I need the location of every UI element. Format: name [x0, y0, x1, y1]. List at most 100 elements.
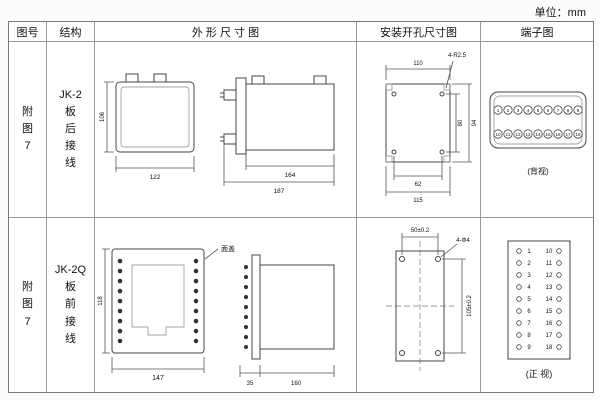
terminal-circle — [516, 260, 522, 266]
terminal-circle — [513, 104, 523, 115]
terminal-circle — [556, 284, 562, 290]
unit-label: 单位：mm — [534, 7, 586, 19]
terminal-number: 2 — [507, 107, 510, 112]
terminal-number: 10 — [495, 131, 501, 136]
view-label: (正 视) — [526, 368, 553, 379]
cover-leader — [204, 248, 218, 260]
terminal-number: 17 — [546, 333, 553, 339]
terminal-circle — [503, 104, 513, 115]
outline-width-dim: 147 — [152, 375, 164, 382]
terminal-number: 17 — [565, 131, 571, 136]
side-view: 35 160 — [239, 254, 334, 387]
mounting-cell-jk2q: 50±0.2 4-Φ4 105±0.2 — [357, 218, 481, 392]
terminal-circle — [553, 104, 563, 115]
cover-label: 面盖 — [221, 244, 235, 253]
dim-line-height — [101, 248, 110, 354]
fig-number: 附 图 7 — [22, 281, 33, 328]
view-label: (背视) — [527, 166, 549, 176]
terminal-circle — [516, 332, 522, 338]
mounting-hole — [439, 149, 444, 154]
terminal-circle — [543, 128, 553, 139]
dim-line-depth — [259, 365, 334, 377]
structure-cell: JK-2Q 板 前 接 线 — [47, 218, 95, 392]
spec-table: 图号 结构 外 形 尺 寸 图 安装开孔尺寸图 端子图 附 图 7 JK-2 板… — [8, 21, 594, 393]
outline-depth2-dim: 187 — [273, 188, 284, 195]
dim-line-bottom2 — [385, 165, 450, 196]
terminal-circle — [493, 128, 503, 139]
cutout-outline — [385, 83, 450, 162]
terminal-circle — [543, 104, 553, 115]
terminal-circle — [556, 260, 562, 266]
terminal-circle — [523, 128, 533, 139]
dim-line-height — [103, 81, 114, 152]
flange-plate — [235, 77, 246, 154]
case-outline — [115, 81, 194, 152]
mounting-hole — [434, 256, 441, 262]
terminal-number: 11 — [506, 131, 511, 136]
terminal-circle — [563, 104, 573, 115]
terminal-circle — [516, 344, 522, 350]
terminal-circle — [563, 128, 573, 139]
dim-line-bottom1 — [393, 155, 442, 180]
dim-line-small — [239, 365, 260, 377]
outline-small-dim: 35 — [246, 381, 253, 387]
terminal-circle — [556, 344, 562, 350]
terminal-number: 12 — [515, 131, 521, 136]
hole-callout: 4-Φ4 — [456, 238, 470, 244]
terminal-number: 15 — [546, 309, 553, 315]
header-outline: 外 形 尺 寸 图 — [95, 22, 357, 42]
terminal-number: 7 — [527, 321, 531, 327]
mounting-inner-height-dim: 80 — [458, 119, 464, 126]
terminal-number: 2 — [527, 261, 531, 267]
terminal-number: 7 — [557, 107, 560, 112]
terminal-circle — [556, 308, 562, 314]
terminal-number: 13 — [525, 131, 531, 136]
terminal-circle — [556, 272, 562, 278]
terminal-block-outline — [489, 91, 587, 148]
mounting-tabs — [251, 75, 326, 84]
terminal-number: 18 — [546, 345, 553, 351]
terminal-number: 11 — [546, 261, 553, 267]
structure-label: JK-2Q 板 前 接 线 — [54, 264, 87, 345]
terminal-number: 9 — [527, 345, 531, 351]
terminal-circle — [516, 284, 522, 290]
terminal-block-outline — [507, 240, 571, 360]
mounting-tabs — [125, 73, 166, 82]
hole-callout: 4-R2.5 — [447, 53, 466, 59]
header-mounting: 安装开孔尺寸图 — [357, 22, 481, 42]
front-view: 面盖 147 118 — [98, 244, 235, 382]
fig-number-cell: 附 图 7 — [9, 42, 47, 218]
dim-line-inner-height — [445, 93, 460, 152]
hole-callout-leader — [445, 60, 453, 88]
outline-cell-jk2: 106 122 164 187 — [95, 42, 357, 218]
terminal-circle — [533, 104, 543, 115]
header-terminal: 端子图 — [481, 22, 593, 42]
terminal-circle — [556, 296, 562, 302]
terminal-number: 5 — [537, 107, 540, 112]
dim-line-outer-height — [451, 83, 472, 162]
terminal-number: 9 — [577, 107, 580, 112]
terminal-number: 3 — [527, 273, 531, 279]
terminal-number: 8 — [567, 107, 570, 112]
mounting-top-dim: 50±0.2 — [410, 228, 429, 234]
terminal-number: 15 — [545, 131, 551, 136]
dim-line-top — [385, 64, 450, 80]
mounting-hole — [391, 149, 396, 154]
front-view: 106 122 — [100, 73, 194, 181]
mounting-cell-jk2: 110 4-R2.5 80 94 62 115 — [357, 42, 481, 218]
mounting-drawing-jk2: 110 4-R2.5 80 94 62 115 — [385, 53, 478, 204]
terminal-number: 3 — [517, 107, 520, 112]
case-inner-line — [120, 86, 189, 147]
terminal-number: 12 — [546, 273, 553, 279]
terminal-circle — [556, 248, 562, 254]
header-fig-no: 图号 — [9, 22, 47, 42]
terminal-screws — [219, 89, 236, 144]
hole-callout-leader — [440, 243, 457, 258]
terminal-number: 14 — [535, 131, 541, 136]
terminal-circle — [516, 272, 522, 278]
terminal-number: 5 — [527, 297, 531, 303]
dim-line-total — [223, 143, 334, 186]
inner-cut-line — [131, 264, 184, 336]
